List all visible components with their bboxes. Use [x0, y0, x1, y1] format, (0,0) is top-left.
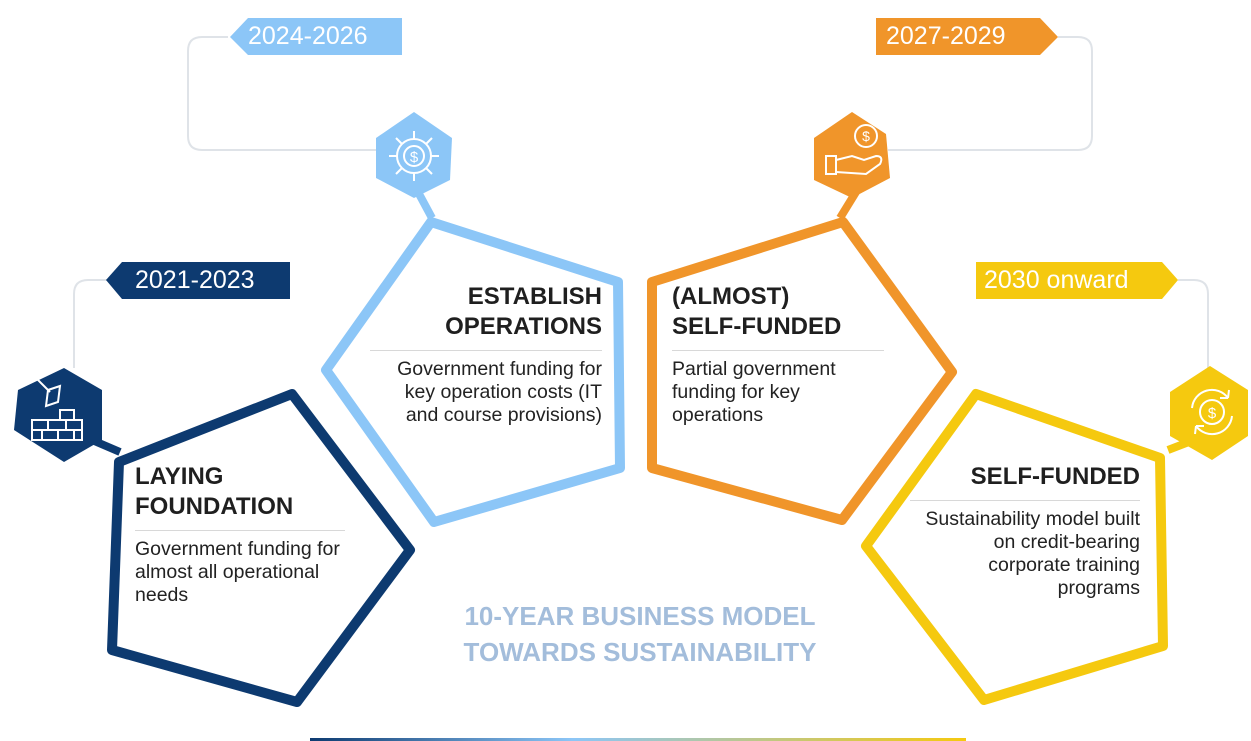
- stage-title-line2: SELF-FUNDED: [672, 313, 842, 340]
- icon-badge-light-blue: [376, 112, 452, 198]
- stage-frame-establish-operations: [321, 217, 625, 527]
- period-tag-2027-2029-shape: [876, 18, 1058, 55]
- stage-title-line1: LAYING: [135, 463, 224, 490]
- diagram-title-line2: TOWARDS SUSTAINABILITY: [463, 637, 817, 667]
- timeline-gradient-bar: [310, 738, 966, 741]
- gear-dollar-glyph: $: [410, 149, 419, 166]
- stage-establish-operations: ESTABLISH OPERATIONS Government funding …: [370, 282, 602, 427]
- connector-line: [888, 36, 1093, 151]
- dollar-cycle-glyph: $: [1208, 405, 1217, 422]
- stage-title-line2: OPERATIONS: [445, 313, 602, 340]
- trowel-brick-wall-icon: [31, 379, 83, 441]
- stage-title-line1: SELF-FUNDED: [970, 463, 1140, 490]
- connector-line: [414, 190, 436, 220]
- diagram-title-line1: 10-YEAR BUSINESS MODEL: [464, 601, 816, 631]
- hand-holding-coin-icon: [825, 124, 883, 176]
- stage-title-line1: (ALMOST): [672, 283, 790, 310]
- stage-divider: [672, 350, 884, 351]
- stage-frame-almost-self-funded: [647, 217, 957, 525]
- stage-laying-foundation: LAYING FOUNDATION Government funding for…: [135, 462, 345, 607]
- period-tag-2030-onward-shape: [976, 262, 1178, 299]
- icon-badge-navy: [14, 368, 102, 462]
- period-tag-2024-2026: 2024-2026: [248, 22, 368, 50]
- hand-coin-glyph: $: [862, 128, 870, 144]
- dollar-cycle-icon: [1191, 388, 1233, 436]
- stage-title-line1: ESTABLISH: [467, 283, 602, 310]
- gear-dollar-icon: [389, 131, 439, 181]
- stage-title-line2: FOUNDATION: [135, 493, 294, 520]
- diagram-title: 10-YEAR BUSINESS MODEL TOWARDS SUSTAINAB…: [380, 598, 900, 670]
- stage-divider: [370, 350, 602, 351]
- stage-self-funded: SELF-FUNDED Sustainability model built o…: [910, 462, 1140, 600]
- connector-line: [187, 36, 376, 151]
- connector-line: [1178, 279, 1209, 368]
- period-tag-2027-2029: 2027-2029: [886, 22, 1006, 50]
- stage-frame-self-funded: [861, 389, 1168, 705]
- stage-frame-laying-foundation: [107, 389, 415, 707]
- stage-description: Government funding for key operation cos…: [397, 358, 602, 426]
- stage-divider: [135, 530, 345, 531]
- period-tag-2021-2023-shape: [106, 262, 290, 299]
- period-tag-2030-onward: 2030 onward: [984, 266, 1129, 294]
- period-tag-2021-2023: 2021-2023: [135, 266, 255, 294]
- stage-description: Sustainability model built on credit-bea…: [925, 508, 1140, 599]
- stage-description: Partial government funding for key opera…: [672, 358, 836, 426]
- stage-divider: [910, 500, 1140, 501]
- period-tag-2024-2026-shape: [230, 18, 402, 55]
- stage-almost-self-funded: (ALMOST) SELF-FUNDED Partial government …: [672, 282, 884, 427]
- connector-line: [73, 279, 122, 368]
- stage-description: Government funding for almost all operat…: [135, 538, 340, 606]
- icon-badge-yellow: [1170, 366, 1248, 460]
